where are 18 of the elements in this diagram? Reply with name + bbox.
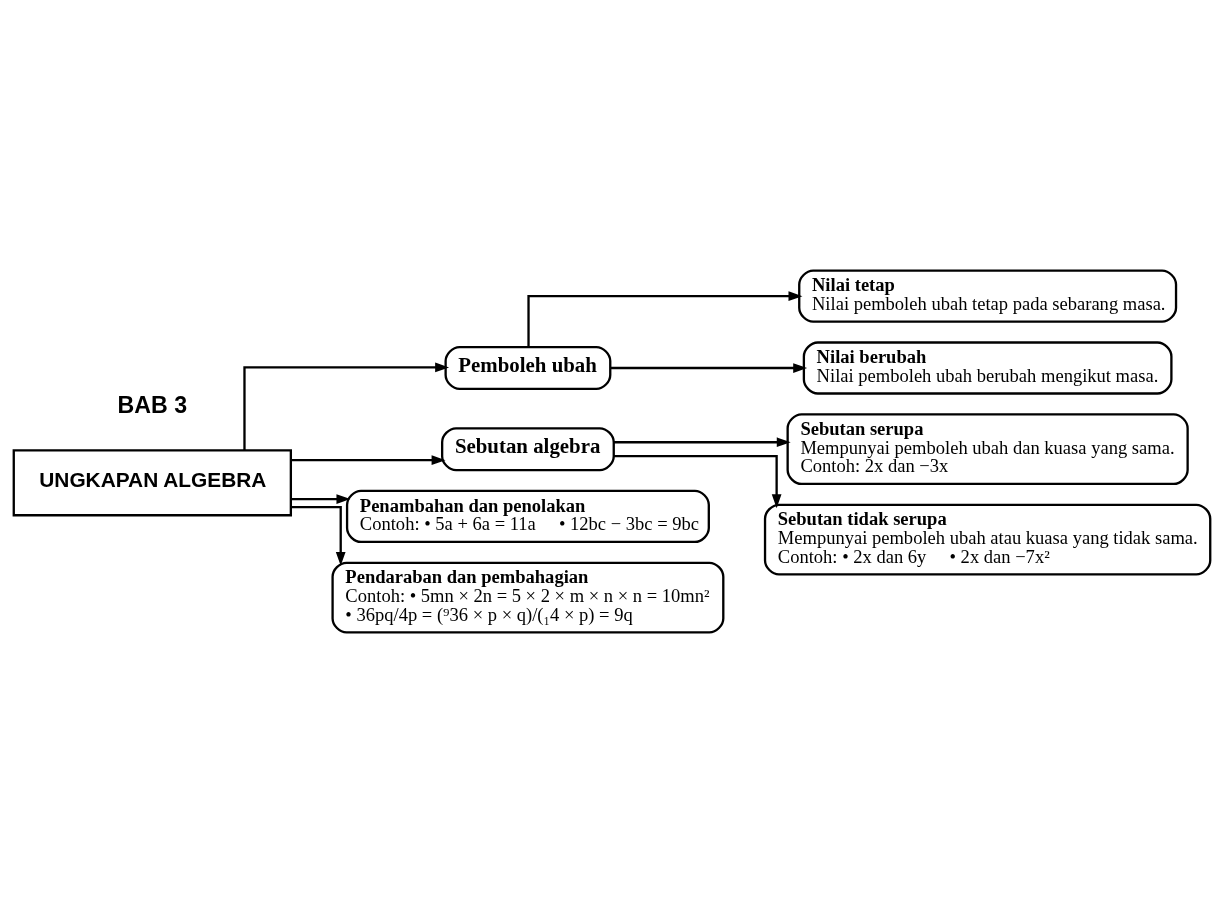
node-box: UNGKAPAN ALGEBRA <box>12 449 292 517</box>
arrow <box>291 506 346 566</box>
arrow <box>610 363 808 373</box>
label: BAB 3 <box>117 392 188 419</box>
node-box: Penambahan dan penolakan Contoh: • 5a + 6a = 11a • 12bc − 3bc = 9bc <box>345 489 710 544</box>
arrow <box>291 494 351 504</box>
node-box: Sebutan serupa Mempunyai pemboleh ubah dan kuasa yang sama. Contoh: 2x dan −3x <box>786 413 1189 486</box>
arrow <box>613 454 782 509</box>
node-box: Sebutan tidak serupa Mempunyai pemboleh ubah atau kuasa yang tidak sama. Contoh: • 2x dan 6y • 2x dan −7x² <box>763 503 1212 576</box>
arrow <box>527 291 803 347</box>
arrow <box>291 455 446 466</box>
node-box: Nilai berubah Nilai pemboleh ubah berubah mengikut masa. <box>802 341 1173 395</box>
arrow <box>243 362 450 451</box>
node-box: Pendaraban dan pembahagian Contoh: • 5mn × 2n = 5 × 2 × m × n × n = 10mn² • 36pq/4p = (⁹36 × p × q)/(₁4 × p) = 9q <box>331 561 725 634</box>
node-box: Sebutan algebra <box>441 427 615 472</box>
node-box: Nilai tetap Nilai pemboleh ubah tetap pada sebarang masa. <box>798 269 1178 323</box>
node-box: Pemboleh ubah <box>444 346 612 391</box>
arrow <box>613 437 791 448</box>
